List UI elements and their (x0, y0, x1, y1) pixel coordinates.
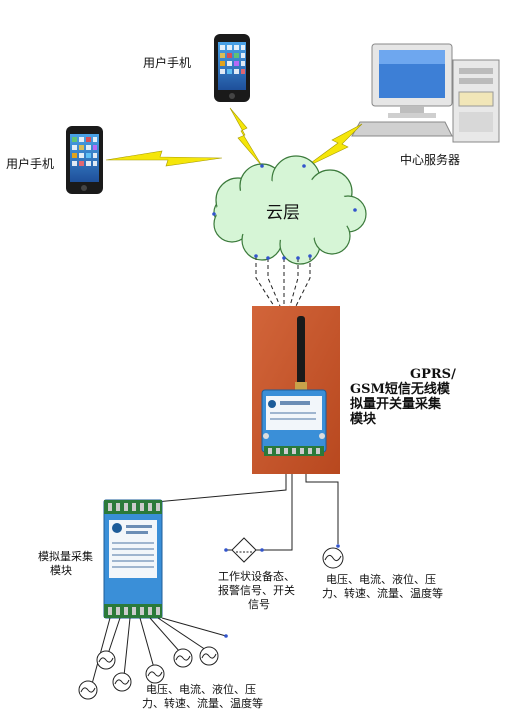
sensor-right: 电压、电流、液位、压 力、转速、流量、温度等 (322, 544, 443, 600)
lightning-bolts (105, 107, 363, 169)
sensor-icon (145, 664, 165, 684)
sensor-fan-wires (91, 617, 227, 685)
gprs-label-line2: GSM短信无线模 (350, 381, 451, 397)
switch-label-line1: 工作状设备态、 (218, 569, 295, 583)
sensor-icon (173, 648, 193, 668)
sensor-icon (199, 646, 219, 666)
phone-top-label: 用户手机 (143, 55, 191, 70)
switch-node: 工作状设备态、 报警信号、开关 信号 (218, 537, 295, 611)
sensor-bottom-line2: 力、转速、流量、温度等 (142, 696, 263, 710)
cloud: 云层 (213, 155, 367, 265)
phone-icon (66, 126, 103, 194)
sensor-icon (96, 650, 116, 670)
sensor-icon (112, 672, 132, 692)
sensor-fan: 电压、电流、液位、压 力、转速、流量、温度等 (78, 634, 263, 710)
switch-label-line3: 信号 (248, 598, 270, 611)
sensor-right-line1: 电压、电流、液位、压 (326, 572, 436, 586)
antenna-icon (295, 316, 307, 392)
sensor-icon (78, 680, 98, 700)
gprs-label-line4: 模块 (350, 411, 377, 427)
module-wires (111, 474, 339, 551)
sensor-right-line2: 力、转速、流量、温度等 (322, 586, 443, 600)
cloud-markers (212, 164, 357, 260)
switch-symbol (231, 537, 257, 563)
gprs-label-line3: 拟量开关量采集 (350, 396, 442, 412)
sensor-bottom-line1: 电压、电流、液位、压 (146, 682, 256, 696)
server: 中心服务器 (351, 43, 500, 167)
gprs-module: GPRS/ GSM短信无线模 拟量开关量采集 模块 (252, 306, 456, 474)
analog-module: 模拟量采集 模块 (38, 499, 163, 619)
switch-label-line2: 报警信号、开关 (218, 583, 295, 597)
phone-left-label: 用户手机 (6, 156, 54, 171)
lightning-icon (105, 150, 223, 167)
lightning-icon (303, 123, 363, 169)
phone-icon (214, 34, 250, 102)
gprs-label-line1: GPRS/ (410, 367, 456, 382)
sensor-icon (322, 547, 344, 569)
cloud-label: 云层 (266, 203, 300, 223)
analog-label-line1: 模拟量采集 (38, 549, 93, 563)
computer-icon (351, 43, 500, 143)
lightning-icon (229, 107, 263, 167)
cloud-links (255, 256, 311, 307)
server-label: 中心服务器 (400, 152, 460, 167)
phone-top: 用户手机 (143, 34, 250, 102)
analog-label-line2: 模块 (50, 564, 72, 577)
phone-left: 用户手机 (6, 126, 103, 194)
